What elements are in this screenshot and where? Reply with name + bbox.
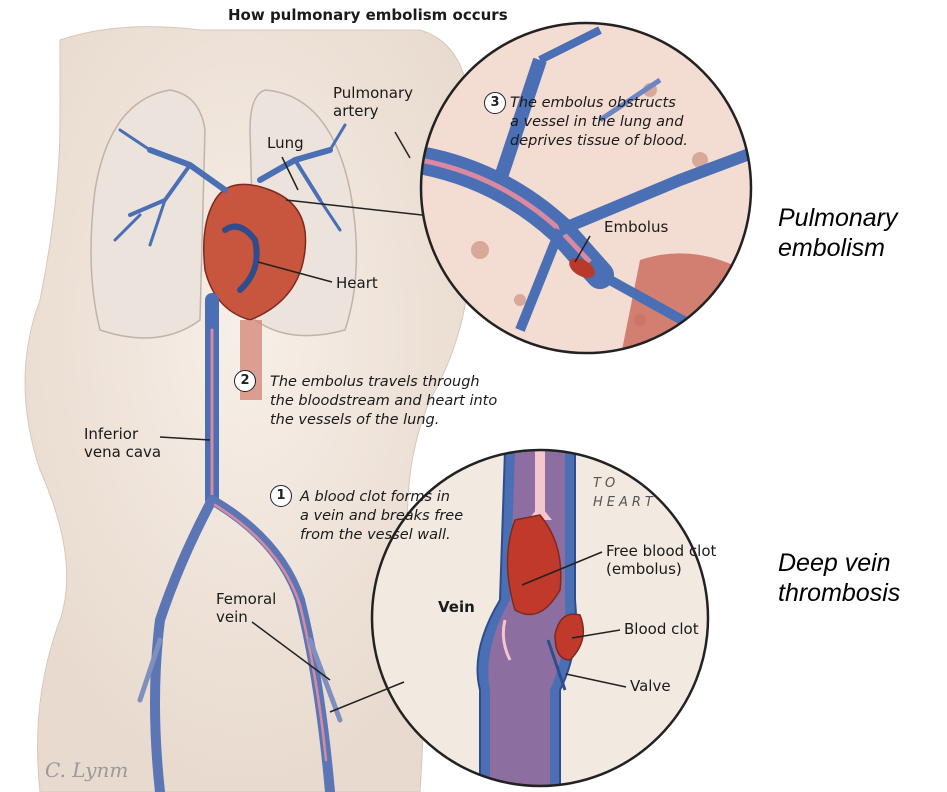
step-1-badge: 1 xyxy=(270,485,292,507)
label-pulmonary-artery: Pulmonary artery xyxy=(333,84,413,120)
label-lung: Lung xyxy=(267,134,304,152)
label-vein: Vein xyxy=(438,598,475,616)
label-blood-clot: Blood clot xyxy=(624,620,699,638)
label-femoral-vein: Femoral vein xyxy=(216,590,276,626)
step-2-text: The embolus travels through the bloodstr… xyxy=(270,373,497,430)
label-embolus: Embolus xyxy=(604,218,668,236)
step-3-badge: 3 xyxy=(484,92,506,114)
side-label-pulmonary-embolism: Pulmonary embolism xyxy=(778,203,898,263)
label-to-heart: TO HEART xyxy=(593,474,657,512)
step-2-badge: 2 xyxy=(234,370,256,392)
label-free-blood-clot: Free blood clot (embolus) xyxy=(606,542,716,578)
side-label-deep-vein-thrombosis: Deep vein thrombosis xyxy=(778,548,900,608)
label-valve: Valve xyxy=(630,677,671,695)
step-1-text: A blood clot forms in a vein and breaks … xyxy=(300,488,463,545)
lung-detail-inset xyxy=(420,23,760,360)
diagram-title: How pulmonary embolism occurs xyxy=(228,6,508,24)
label-inferior-vena-cava: Inferior vena cava xyxy=(84,425,161,461)
label-heart: Heart xyxy=(336,274,378,292)
step-3-text: The embolus obstructs a vessel in the lu… xyxy=(510,94,688,151)
artist-signature: C. Lynm xyxy=(45,758,128,782)
